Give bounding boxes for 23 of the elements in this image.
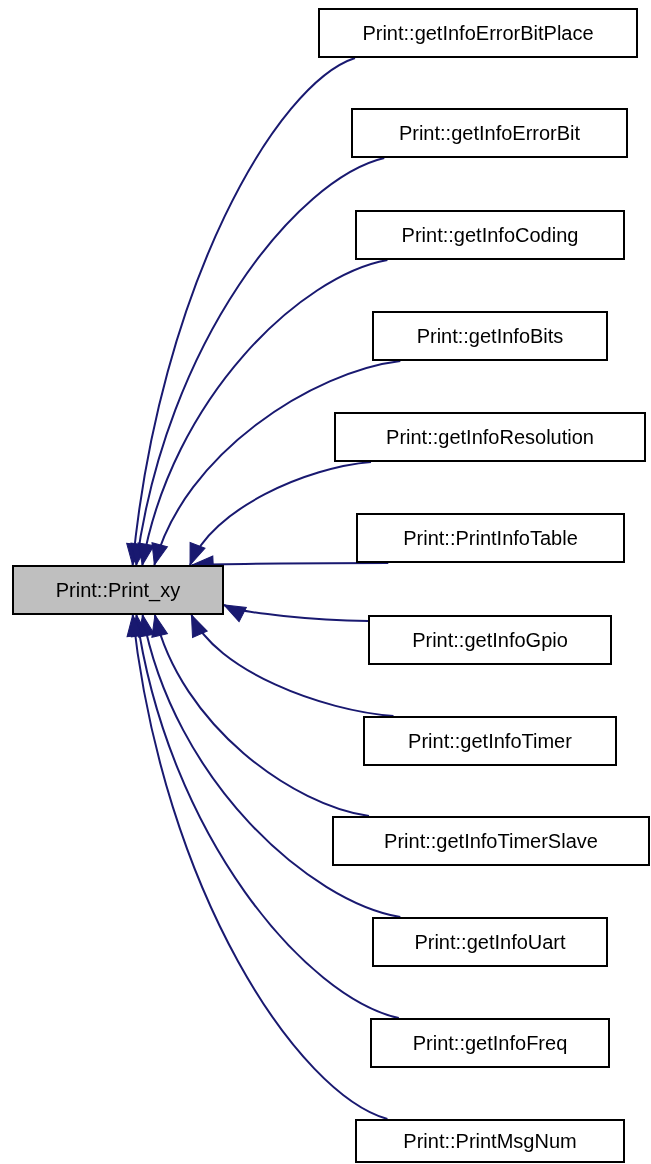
arrow bbox=[138, 259, 389, 566]
function-box: Print::getInfoResolution bbox=[334, 412, 646, 462]
arrow bbox=[131, 157, 386, 566]
function-box: Print::PrintMsgNum bbox=[355, 1119, 625, 1163]
function-box: Print::getInfoErrorBitPlace bbox=[318, 8, 638, 58]
function-box: Print::getInfoErrorBit bbox=[351, 108, 628, 158]
function-box: Print::getInfoGpio bbox=[368, 615, 612, 665]
function-box: Print::getInfoTimerSlave bbox=[332, 816, 650, 866]
function-box: Print::getInfoBits bbox=[372, 311, 608, 361]
arrow bbox=[127, 614, 389, 1120]
function-box: Print::getInfoUart bbox=[372, 917, 608, 967]
arrow bbox=[190, 614, 395, 717]
arrow bbox=[223, 604, 369, 622]
function-box: Print::getInfoFreq bbox=[370, 1018, 610, 1068]
function-box: Print::getInfoTimer bbox=[363, 716, 617, 766]
arrow bbox=[139, 614, 402, 918]
function-box: Print::PrintInfoTable bbox=[356, 513, 625, 563]
function-box: Print::Print_xy bbox=[12, 565, 224, 615]
arrow bbox=[153, 360, 402, 566]
function-box: Print::getInfoCoding bbox=[355, 210, 625, 260]
arrow bbox=[126, 57, 356, 566]
arrow bbox=[152, 614, 370, 817]
arrow bbox=[189, 461, 372, 566]
